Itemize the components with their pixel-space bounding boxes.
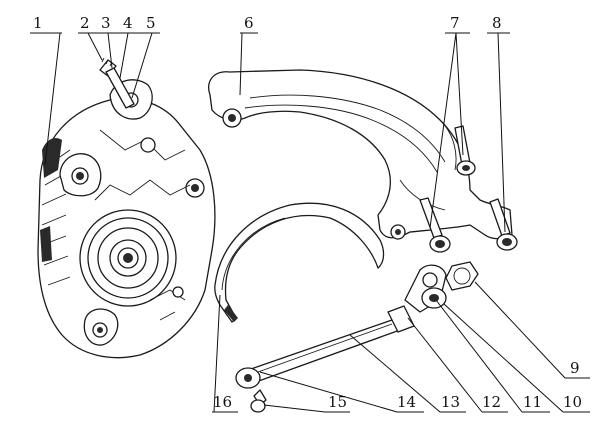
adjusting-rod <box>235 261 479 413</box>
callout-1: 1 <box>33 14 43 32</box>
callout-15: 15 <box>328 393 347 411</box>
belt-guard <box>214 202 385 323</box>
callout-4: 4 <box>123 14 133 32</box>
callout-10: 10 <box>563 393 582 411</box>
callout-16: 16 <box>213 393 232 411</box>
callout-5: 5 <box>146 14 156 32</box>
leader-lines <box>30 32 590 413</box>
alternator <box>37 79 216 359</box>
callout-11: 11 <box>523 393 542 411</box>
callout-13: 13 <box>441 393 460 411</box>
callout-3: 3 <box>101 14 111 32</box>
callout-2: 2 <box>80 14 90 32</box>
callout-6: 6 <box>244 14 254 32</box>
callout-labels: 1 2 3 4 5 6 7 8 9 10 11 12 13 14 15 16 <box>33 14 582 411</box>
callout-7: 7 <box>450 14 460 32</box>
callout-8: 8 <box>492 14 502 32</box>
callout-12: 12 <box>482 393 501 411</box>
callout-9: 9 <box>570 359 580 377</box>
callout-14: 14 <box>397 393 416 411</box>
